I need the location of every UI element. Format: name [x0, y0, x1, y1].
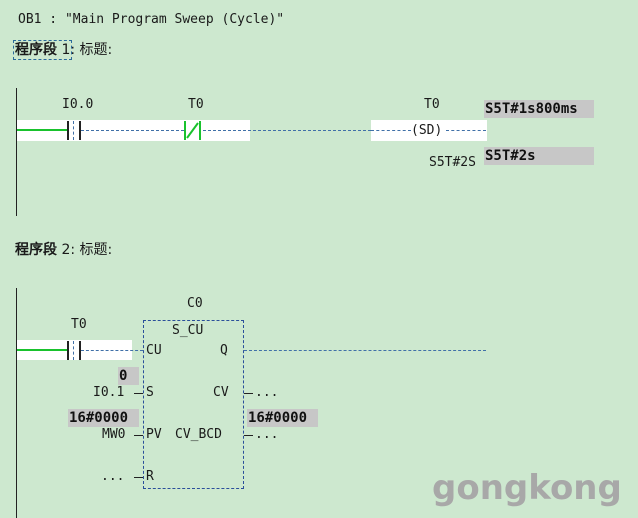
counter-pin-q: Q	[220, 343, 228, 358]
counter-block[interactable]	[143, 320, 244, 489]
watermark-logo: gongkong	[432, 468, 622, 508]
counter-status-cv-bcd: 16#0000	[247, 409, 318, 427]
network-1-time-value-label: S5T#2S	[429, 155, 476, 170]
network-1-coil-address[interactable]: T0	[424, 97, 440, 112]
counter-q-wire	[244, 350, 486, 351]
counter-input-pv[interactable]: MW0	[102, 427, 126, 442]
network-1-wire-1	[81, 130, 184, 131]
counter-input-r[interactable]: ...	[101, 469, 125, 484]
counter-input-s-wire	[134, 393, 143, 394]
network-1-wire-4	[446, 130, 486, 131]
network-2-contact-1-gap	[73, 341, 74, 360]
counter-output-cv-wire	[244, 393, 253, 394]
counter-output-cv-bcd-wire	[244, 435, 253, 436]
counter-pin-cv-bcd: CV_BCD	[175, 427, 222, 442]
network-1-status-current: S5T#1s800ms	[484, 100, 594, 118]
counter-input-r-wire	[134, 477, 143, 478]
counter-output-cv[interactable]: ...	[255, 385, 279, 400]
network-2-wire-1	[81, 350, 143, 351]
network-1-power-rail	[16, 88, 17, 216]
network-1-coil-symbol[interactable]: (SD)	[411, 123, 443, 138]
counter-status-s: 0	[118, 367, 139, 385]
network-1-power-flow	[17, 129, 67, 131]
network-2-contact-1-right[interactable]	[79, 341, 81, 360]
network-2-contact-1-address[interactable]: T0	[71, 317, 87, 332]
network-1-title[interactable]: 程序段 1: 标题:	[12, 40, 113, 60]
network-2-title[interactable]: 程序段 2: 标题:	[15, 241, 112, 259]
counter-pin-cv: CV	[213, 385, 229, 400]
network-2-suffix: : 标题:	[70, 242, 113, 258]
network-1-label[interactable]: 程序段 1	[12, 40, 73, 60]
network-1-contact-2-address[interactable]: T0	[188, 97, 204, 112]
block-title: OB1 : "Main Program Sweep (Cycle)"	[18, 12, 285, 27]
counter-output-cv-bcd[interactable]: ...	[255, 427, 279, 442]
counter-input-s[interactable]: I0.1	[93, 385, 125, 400]
network-1-contact-2-nc-icon[interactable]	[183, 120, 203, 141]
network-2-label: 程序段	[15, 242, 57, 258]
network-1-wire-3	[371, 130, 411, 131]
network-1-contact-1-left[interactable]	[67, 121, 69, 140]
network-1-coil-bg	[371, 120, 487, 141]
counter-pin-s: S	[146, 385, 154, 400]
network-1-status-preset: S5T#2s	[484, 147, 594, 165]
network-2-power-rail	[16, 288, 17, 518]
network-2-contact-1-left[interactable]	[67, 341, 69, 360]
counter-pin-r: R	[146, 469, 154, 484]
network-2-power-flow	[17, 349, 67, 351]
network-1-contact-1-address[interactable]: I0.0	[62, 97, 94, 112]
counter-input-pv-wire	[134, 435, 143, 436]
network-1-suffix: : 标题:	[70, 42, 113, 58]
counter-status-pv: 16#0000	[68, 409, 139, 427]
counter-address[interactable]: C0	[187, 296, 203, 311]
network-1-wire-2	[203, 130, 371, 131]
network-2-contact-bg	[17, 340, 132, 360]
counter-pin-pv: PV	[146, 427, 162, 442]
counter-type: S_CU	[172, 323, 204, 338]
network-1-contact-1-gap	[73, 121, 74, 140]
counter-pin-cu: CU	[146, 343, 162, 358]
network-2-number: 2	[61, 242, 71, 258]
network-1-contact-1-right[interactable]	[79, 121, 81, 140]
